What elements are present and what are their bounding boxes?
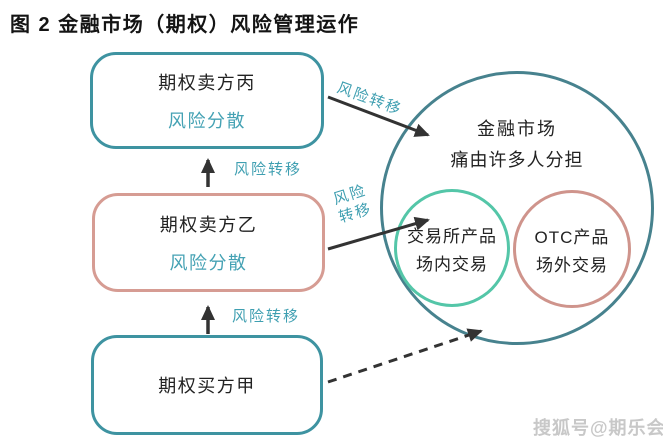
otc-products-line2: 场外交易: [536, 255, 608, 275]
financial-market-circle: [380, 71, 654, 345]
financial-market-title: 金融市场: [477, 119, 557, 139]
otc-products-line1: OTC产品: [534, 227, 610, 247]
box-option-seller-b-name: 期权卖方乙: [159, 214, 258, 235]
label-risk-transfer-diag-mid: 风险 转移: [331, 181, 375, 227]
label-risk-transfer-up-1: 风险转移: [234, 161, 303, 178]
box-option-seller-c: 期权卖方丙 风险分散: [90, 52, 324, 149]
label-risk-transfer-up-2: 风险转移: [232, 308, 301, 325]
box-option-seller-c-sub: 风险分散: [168, 110, 246, 131]
box-option-seller-b-sub: 风险分散: [169, 252, 248, 273]
watermark-souhu: 搜狐号@期乐会: [533, 418, 663, 438]
diagram-title: 图 2 金融市场（期权）风险管理运作: [10, 14, 360, 36]
box-option-buyer-a-name: 期权买方甲: [158, 376, 256, 396]
exchange-products-circle: 交易所产品 场内交易: [394, 189, 510, 307]
exchange-products-line2: 场内交易: [416, 254, 488, 274]
exchange-products-line1: 交易所产品: [407, 226, 497, 246]
box-option-seller-c-name: 期权卖方丙: [158, 72, 256, 93]
financial-market-subtitle: 痛由许多人分担: [450, 150, 584, 170]
box-option-buyer-a: 期权买方甲: [91, 335, 323, 435]
box-option-seller-b: 期权卖方乙 风险分散: [92, 193, 325, 292]
otc-products-circle: OTC产品 场外交易: [513, 190, 631, 308]
label-risk-transfer-diag-top: 风险转移: [334, 79, 405, 119]
arrow-dashed-a-to-market: [327, 328, 483, 384]
